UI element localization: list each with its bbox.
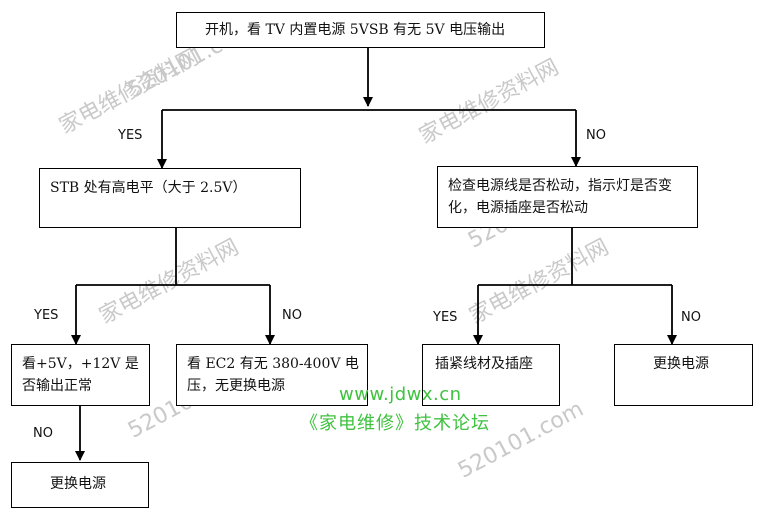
label-start-no: NO [586, 128, 606, 143]
plug-tight-box: 插紧线材及插座 [422, 344, 560, 406]
label-stb-no: NO [282, 308, 302, 323]
label-stb-yes: YES [34, 308, 59, 323]
check-power-cord-box: 检查电源线是否松动，指示灯是否变化，电源插座是否松动 [437, 166, 698, 228]
check-ec2-text: 看 EC2 有无 380-400V 电压，无更换电源 [187, 356, 359, 394]
label-start-yes: YES [118, 128, 143, 143]
watermark-forum: 《家电维修》技术论坛 [300, 413, 490, 434]
plug-tight-text: 插紧线材及插座 [435, 356, 533, 372]
replace-power-bottom-box: 更换电源 [11, 462, 149, 508]
stb-box: STB 处有高电平（大于 2.5V） [39, 168, 301, 228]
check-5v-12v-text: 看+5V，+12V 是否输出正常 [22, 356, 139, 394]
start-text: 开机，看 TV 内置电源 5VSB 有无 5V 电压输出 [205, 22, 506, 38]
stb-text: STB 处有高电平（大于 2.5V） [50, 180, 247, 196]
replace-power-right-text: 更换电源 [653, 356, 709, 372]
replace-power-bottom-text: 更换电源 [50, 476, 106, 492]
start-box: 开机，看 TV 内置电源 5VSB 有无 5V 电压输出 [176, 12, 545, 48]
replace-power-right-box: 更换电源 [614, 344, 753, 406]
label-check5v-no: NO [33, 426, 53, 441]
watermark-site: www.jdwx.cn [339, 384, 462, 405]
check-5v-12v-box: 看+5V，+12V 是否输出正常 [11, 344, 150, 406]
check-power-cord-text: 检查电源线是否松动，指示灯是否变化，电源插座是否松动 [448, 178, 672, 216]
label-cord-yes: YES [433, 310, 458, 325]
check-ec2-box: 看 EC2 有无 380-400V 电压，无更换电源 [176, 344, 368, 406]
label-cord-no: NO [681, 310, 701, 325]
